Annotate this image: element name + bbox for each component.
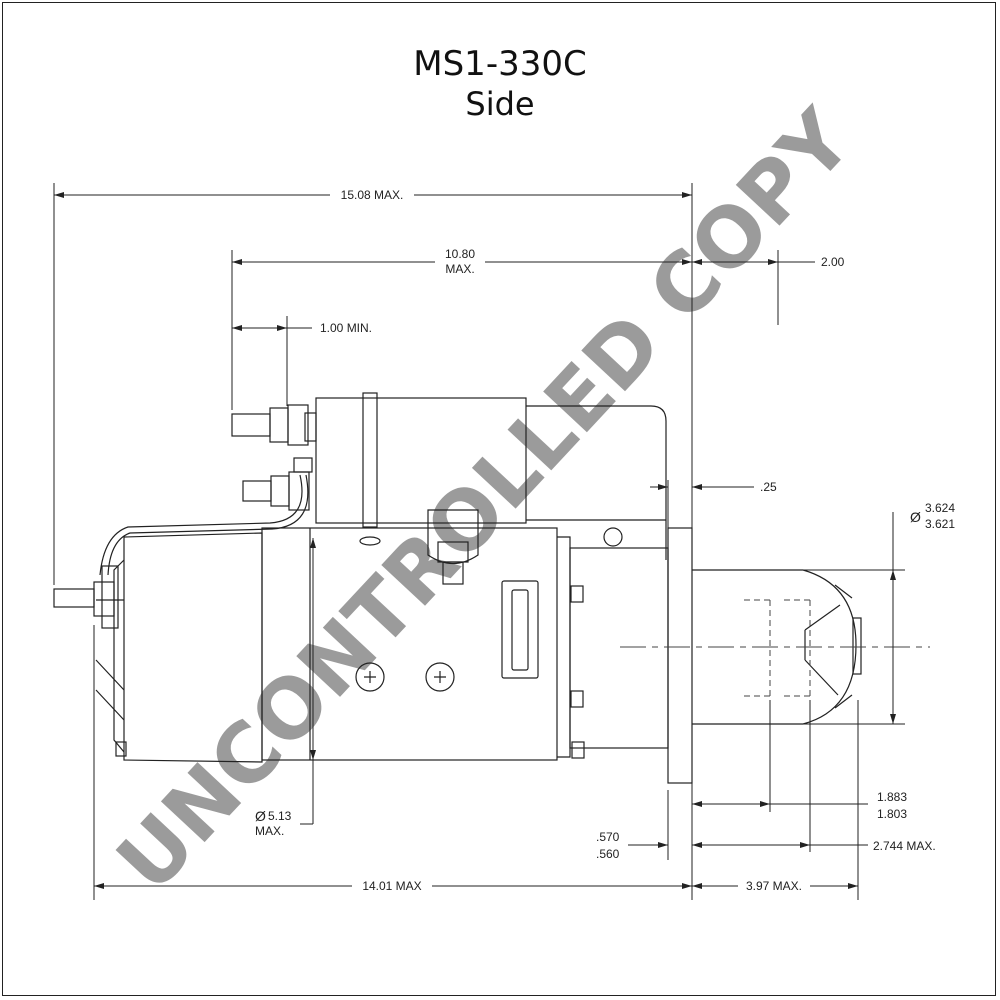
dimension-lines: [53, 183, 905, 900]
dim-flange-thk-2: .560: [596, 847, 620, 861]
dim-solenoid-length-1: 10.80: [445, 247, 475, 261]
view-label: Side: [465, 85, 535, 123]
dim-body-dia-2: MAX.: [255, 824, 284, 838]
dimension-labels: 15.08 MAX. 10.80 MAX. 1.00 MIN. 2.00 .25…: [255, 187, 955, 894]
dim-pinion-pos-1: 1.883: [877, 790, 907, 804]
uncontrolled-copy-watermark: UNCONTROLLED COPY: [99, 91, 871, 910]
dim-body-dia-1: 5.13: [268, 809, 292, 823]
dim-nose-offset: 2.00: [821, 255, 845, 269]
dim-pilot-dia-2: 3.621: [925, 517, 955, 531]
center-lines: [620, 599, 930, 697]
dim-pinion-pos-2: 1.803: [877, 807, 907, 821]
dim-body-length: 14.01 MAX: [362, 879, 421, 893]
dim-pinion-max: 2.744 MAX.: [873, 839, 936, 853]
dim-body-dia-symbol: Ø: [255, 808, 266, 824]
dim-pilot-dia-1: 3.624: [925, 501, 955, 515]
dim-solenoid-length-2: MAX.: [445, 262, 474, 276]
model-number: MS1-330C: [413, 44, 587, 84]
dim-overall-length: 15.08 MAX.: [341, 188, 404, 202]
title-block: MS1-330C Side: [0, 44, 1000, 124]
dim-pilot-dia-symbol: Ø: [910, 509, 921, 525]
dim-nose-length: 3.97 MAX.: [746, 879, 802, 893]
dim-terminal-min: 1.00 MIN.: [320, 321, 372, 335]
dim-flange-gap: .25: [760, 480, 777, 494]
dim-flange-thk-1: .570: [596, 830, 620, 844]
